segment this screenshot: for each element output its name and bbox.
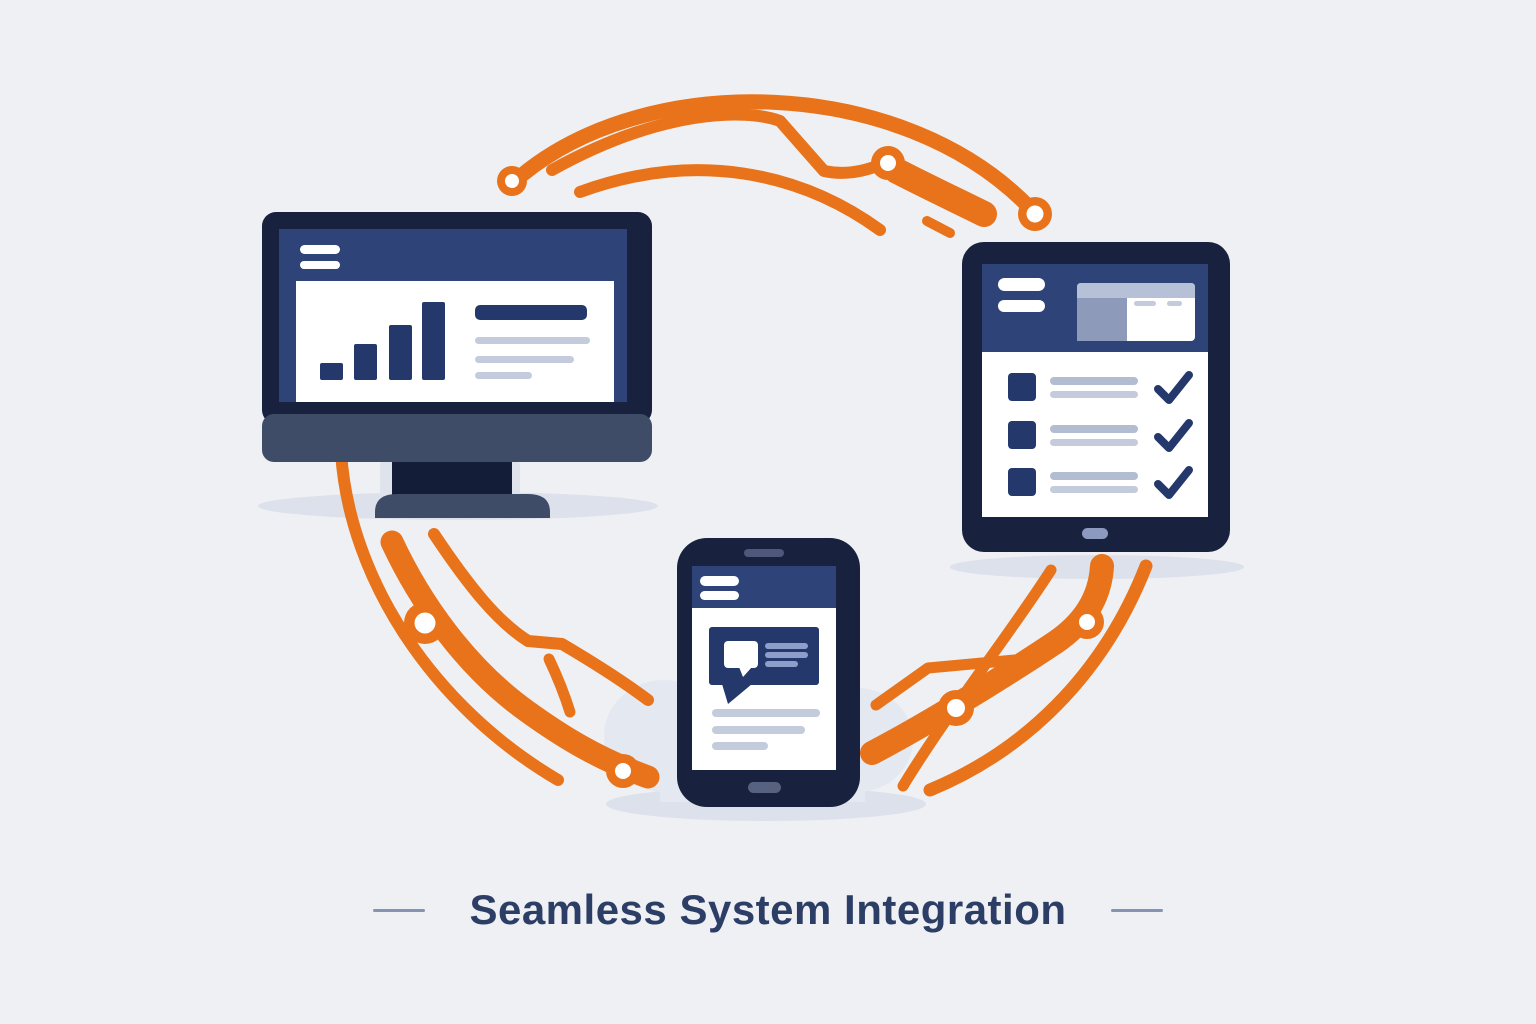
circuit-arc-right <box>860 554 1153 797</box>
circuit-arc-left <box>335 446 660 789</box>
circuit-node-icon <box>938 690 974 726</box>
checklist-row <box>1008 466 1193 499</box>
checklist-checkbox-icon <box>1008 373 1036 401</box>
circuit-node-icon <box>871 146 905 180</box>
hamburger-menu-icon <box>300 245 340 269</box>
tablet-device <box>962 242 1230 552</box>
bar-chart-bar <box>422 302 445 380</box>
circuit-node-icon <box>1070 605 1104 639</box>
page-title: Seamless System Integration <box>469 886 1067 933</box>
desktop-monitor <box>262 212 652 518</box>
smartphone-device <box>677 538 860 807</box>
checklist-checkbox-icon <box>1008 421 1036 449</box>
circuit-node-icon <box>1018 197 1052 231</box>
checklist-checkbox-icon <box>1008 468 1036 496</box>
monitor-text-lines <box>475 305 590 379</box>
checklist <box>1008 371 1193 499</box>
browser-window-icon <box>1077 283 1195 341</box>
monitor-chin-bezel <box>262 414 652 462</box>
bar-chart-bar <box>389 325 412 380</box>
bar-chart-icon <box>320 302 445 380</box>
checkmark-icon <box>1154 466 1193 499</box>
checkmark-icon <box>1154 371 1193 404</box>
circuit-node-icon <box>606 754 640 788</box>
title-divider-right <box>1110 908 1163 912</box>
phone-text-lines <box>712 709 820 750</box>
checklist-row <box>1008 419 1193 452</box>
circuit-nodes <box>404 146 1104 788</box>
title-divider-left <box>373 908 426 912</box>
hamburger-menu-icon <box>700 576 739 600</box>
circuit-node-icon <box>497 166 527 196</box>
hamburger-menu-icon <box>998 278 1045 312</box>
circuit-arc-top <box>514 94 1036 238</box>
circuit-node-icon <box>404 602 446 644</box>
monitor-stand-base <box>375 494 550 518</box>
bar-chart-bar <box>320 363 343 380</box>
chat-message-card <box>709 627 819 704</box>
caption: Seamless System Integration <box>0 884 1536 936</box>
bar-chart-bar <box>354 344 377 380</box>
home-button-icon <box>748 782 781 793</box>
chat-bubble-icon <box>724 641 758 677</box>
phone-speaker <box>744 549 784 557</box>
home-button-icon <box>1082 528 1108 539</box>
checkmark-icon <box>1154 419 1193 452</box>
circuit-traces <box>335 94 1153 797</box>
checklist-row <box>1008 371 1193 404</box>
phone-header <box>692 566 836 608</box>
